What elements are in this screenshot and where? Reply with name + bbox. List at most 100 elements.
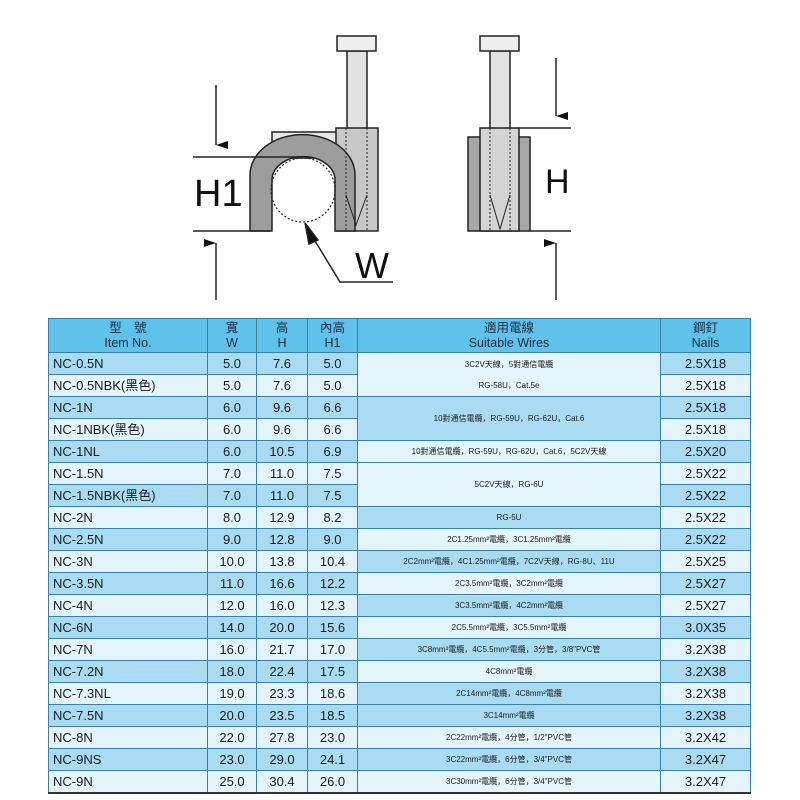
height-cell: 10.5: [256, 440, 308, 463]
clip-front-view: [193, 35, 393, 300]
height-cell: 29.0: [256, 748, 308, 771]
inner-height-cell: 7.5: [307, 484, 358, 507]
item-no-cell: NC-7N: [48, 638, 208, 661]
height-cell: 23.5: [256, 704, 308, 727]
header-h-en: H: [277, 335, 287, 350]
nails-cell: 2.5X27: [660, 594, 751, 617]
nails-cell: 3.0X35: [660, 616, 751, 639]
suitable-wires-text: 2C5.5mm²電纜，3C5.5mm²電纜: [451, 623, 567, 632]
item-no-cell: NC-9NS: [48, 748, 208, 771]
suitable-wires-text: 2C2mm²電纜，4C1.25mm²電纜，7C2V天線，RG-8U、11U: [403, 557, 615, 566]
inner-height-cell: 24.1: [307, 748, 358, 771]
item-no-cell: NC-3.5N: [48, 572, 208, 595]
height-cell: 7.6: [256, 352, 308, 375]
suitable-wires-cell: 3C2V天線，5對通信電纜 RG-58U，Cat.5e: [357, 352, 661, 397]
suitable-wires-cell: 10對通信電纜，RG-59U，RG-62U，Cat.6: [357, 396, 661, 441]
suitable-wires-text: RG-58U，Cat.5e: [478, 380, 540, 390]
header-wires-zh: 適用電線: [483, 320, 534, 335]
item-no-cell: NC-3N: [48, 550, 208, 573]
nails-cell: 2.5X22: [660, 528, 751, 551]
suitable-wires-text: 3C22mm²電纜，6分管，3/4"PVC管: [446, 755, 572, 764]
header-nails-zh: 鋼釘: [692, 320, 718, 335]
h-label: H: [545, 163, 570, 201]
width-cell: 20.0: [207, 704, 257, 727]
nails-cell: 3.2X38: [660, 682, 751, 705]
height-cell: 20.0: [256, 616, 308, 639]
item-no-cell: NC-0.5N: [48, 352, 208, 375]
height-cell: 12.9: [256, 506, 308, 529]
inner-height-cell: 26.0: [307, 770, 358, 794]
height-cell: 11.0: [256, 462, 308, 485]
suitable-wires-text: 3C2V天線，5對通信電纜: [464, 359, 554, 369]
suitable-wires-cell: 10對通信電纜，RG-59U，RG-62U，Cat.6，5C2V天線: [357, 440, 661, 463]
width-cell: 6.0: [207, 396, 257, 419]
nails-cell: 2.5X22: [660, 462, 751, 485]
height-cell: 21.7: [256, 638, 308, 661]
inner-height-cell: 5.0: [307, 352, 358, 375]
item-no-cell: NC-7.2N: [48, 660, 208, 683]
width-cell: 6.0: [207, 440, 257, 463]
height-cell: 23.3: [256, 682, 308, 705]
height-cell: 16.6: [256, 572, 308, 595]
width-cell: 18.0: [207, 660, 257, 683]
inner-height-cell: 6.6: [307, 396, 358, 419]
inner-height-cell: 6.6: [307, 418, 358, 441]
height-cell: 30.4: [256, 770, 308, 794]
item-no-cell: NC-1NL: [48, 440, 208, 463]
height-cell: 9.6: [256, 396, 308, 419]
suitable-wires-text: 2C22mm²電纜，4分管，1/2"PVC管: [446, 733, 572, 742]
nails-cell: 3.2X42: [660, 726, 751, 749]
nails-cell: 2.5X22: [660, 484, 751, 507]
suitable-wires-cell: 3C8mm²電纜，4C5.5mm²電纜，3分管，3/8"PVC管: [357, 638, 661, 661]
width-cell: 19.0: [207, 682, 257, 705]
width-cell: 16.0: [207, 638, 257, 661]
width-cell: 5.0: [207, 352, 257, 375]
width-cell: 6.0: [207, 418, 257, 441]
header-item-en: Item No.: [104, 335, 152, 350]
height-cell: 11.0: [256, 484, 308, 507]
height-cell: 27.8: [256, 726, 308, 749]
width-cell: 22.0: [207, 726, 257, 749]
suitable-wires-text: 3C14mm²電纜: [483, 711, 535, 720]
header-wires-en: Suitable Wires: [468, 335, 550, 350]
nails-cell: 2.5X18: [660, 418, 751, 441]
cable-clip-diagram: H1 W H: [193, 35, 571, 300]
nails-cell: 2.5X25: [660, 550, 751, 573]
header-h-zh: 高: [275, 320, 289, 335]
suitable-wires-text: RG-5U: [496, 513, 522, 522]
w-label: W: [355, 245, 389, 286]
inner-height-cell: 10.4: [307, 550, 358, 573]
width-cell: 23.0: [207, 748, 257, 771]
nails-cell: 3.2X38: [660, 660, 751, 683]
inner-height-cell: 18.5: [307, 704, 358, 727]
suitable-wires-text: 2C3.5mm²電纜，3C2mm²電纜: [454, 579, 563, 588]
inner-height-cell: 23.0: [307, 726, 358, 749]
item-no-cell: NC-1.5NBK(黑色): [48, 484, 208, 507]
inner-height-cell: 12.2: [307, 572, 358, 595]
height-cell: 13.8: [256, 550, 308, 573]
inner-height-cell: 7.5: [307, 462, 358, 485]
clip-side-view: [467, 35, 571, 300]
header-h1-en: H1: [324, 335, 341, 350]
height-cell: 22.4: [256, 660, 308, 683]
item-no-cell: NC-7.3NL: [48, 682, 208, 705]
width-cell: 7.0: [207, 484, 257, 507]
suitable-wires-cell: 5C2V天線，RG-6U: [357, 462, 661, 507]
width-cell: 12.0: [207, 594, 257, 617]
item-no-cell: NC-0.5NBK(黑色): [48, 374, 208, 397]
